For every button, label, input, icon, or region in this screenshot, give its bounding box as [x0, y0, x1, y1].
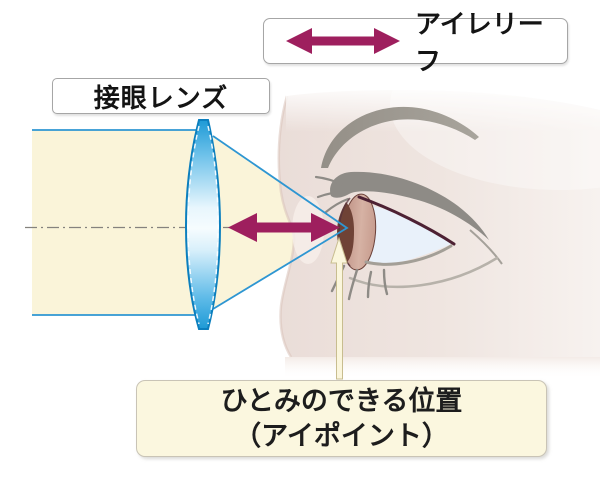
double-arrow-icon — [284, 26, 402, 56]
eyepiece-lens — [184, 119, 222, 330]
upper-eyelid — [330, 171, 489, 240]
eyepoint-note-line1: ひとみのできる位置 — [220, 385, 463, 416]
eyepiece-label-box: 接眼レンズ — [52, 78, 270, 114]
eye-relief-label: アイレリーフ — [415, 9, 544, 76]
face-skin — [278, 90, 600, 357]
upper-eyelashes — [314, 175, 350, 214]
converging-rays — [212, 135, 349, 310]
upper-lash-line — [357, 195, 456, 246]
sclera — [364, 204, 453, 264]
lower-lid-line — [364, 244, 453, 266]
eyepoint-note-line2: （アイポイント） — [234, 420, 449, 451]
eyepoint-pointer-arrow-icon — [330, 236, 348, 380]
eyebrow — [321, 106, 479, 168]
eyepiece-label: 接眼レンズ — [93, 82, 229, 113]
eye-relief-legend-box: アイレリーフ — [263, 9, 568, 76]
eye-relief-double-arrow-icon — [228, 213, 340, 242]
eyepoint-note-box: ひとみのできる位置 （アイポイント） — [136, 380, 547, 457]
